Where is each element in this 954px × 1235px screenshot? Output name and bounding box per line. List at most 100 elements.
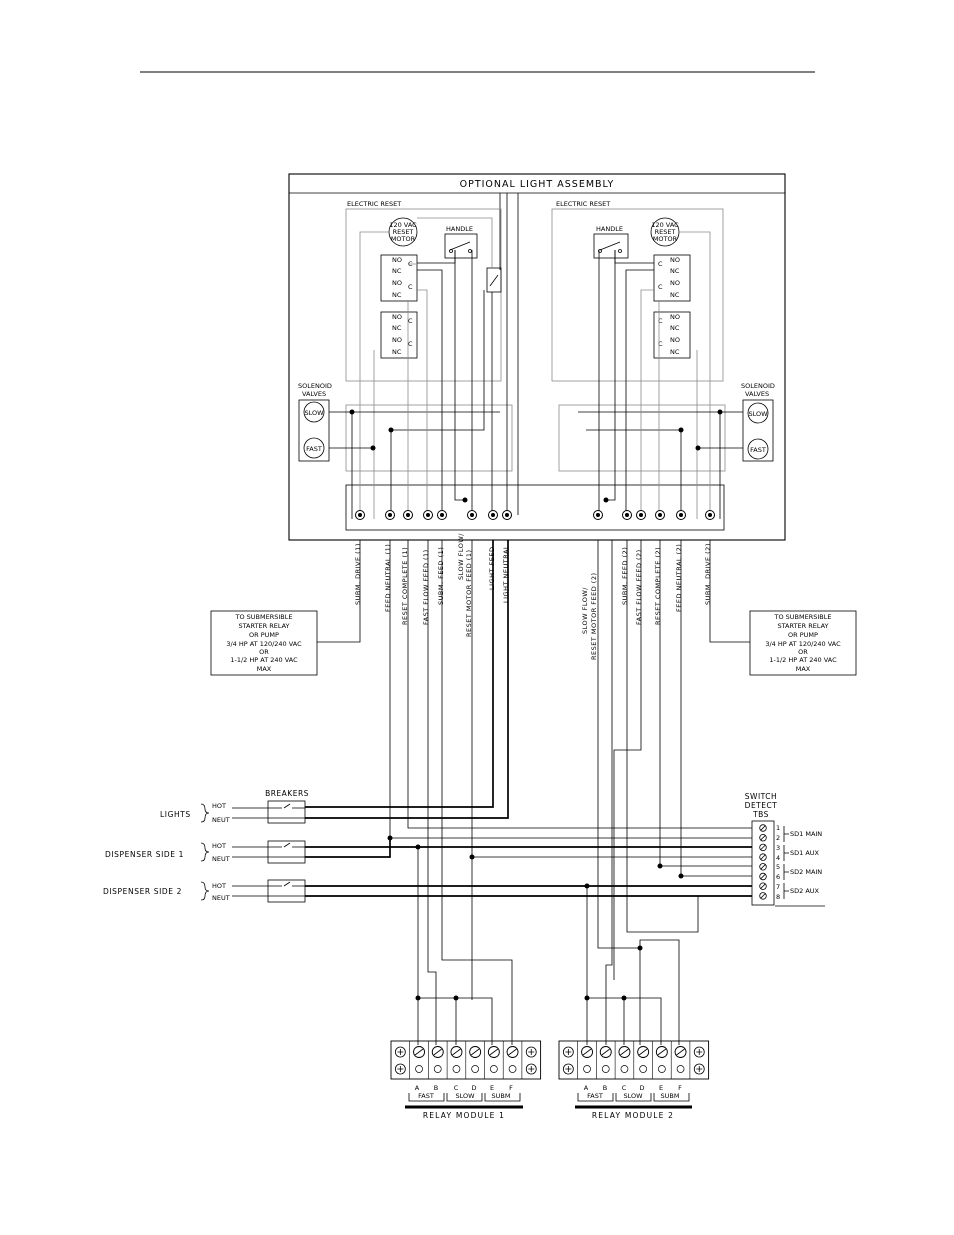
svg-text:STARTER RELAY: STARTER RELAY xyxy=(238,622,289,630)
assembly-wiring xyxy=(329,193,743,519)
relay-module-1: A B C D E F FAST SLOW SUBM RELAY MODULE … xyxy=(390,1040,542,1120)
svg-text:HOT: HOT xyxy=(212,842,226,850)
motor-line-1: 120 VAC xyxy=(389,221,417,229)
starter-note-left: TO SUBMERSIBLE STARTER RELAY OR PUMP 3/4… xyxy=(210,610,318,676)
wire-label: LIGHT NEUTRAL xyxy=(502,545,510,603)
svg-text:C: C xyxy=(622,1084,627,1092)
svg-text:C: C xyxy=(658,260,663,268)
right-reset-title: ELECTRIC RESET xyxy=(556,200,610,208)
svg-text:MAX: MAX xyxy=(796,665,811,673)
handle-label: HANDLE xyxy=(446,225,473,233)
wire-label: FAST FLOW FEED (1) xyxy=(422,549,430,625)
tbs-screw-slot xyxy=(760,834,766,841)
wire-label: RESET COMPLETE (2) xyxy=(654,547,662,625)
terminal-stud-center xyxy=(426,513,430,517)
slow-valve-icon xyxy=(747,402,769,424)
svg-text:A: A xyxy=(415,1084,420,1092)
svg-text:B: B xyxy=(603,1084,607,1092)
svg-text:NC: NC xyxy=(670,291,680,299)
relay-screw-slot xyxy=(620,1048,629,1056)
wire-label: SLOW FLOW/ xyxy=(457,533,465,580)
relay-screw-lower-icon xyxy=(471,1065,479,1073)
junction-boxes xyxy=(345,404,726,531)
svg-text:NEUT: NEUT xyxy=(212,894,230,902)
wire-label: FEED NEUTRAL (1) xyxy=(384,544,392,612)
svg-text:SOLENOID: SOLENOID xyxy=(741,382,775,390)
svg-text:MAX: MAX xyxy=(257,665,272,673)
svg-text:3: 3 xyxy=(776,844,780,852)
ground-plus xyxy=(696,1066,703,1072)
svg-text:SD2 AUX: SD2 AUX xyxy=(790,887,820,895)
svg-text:C: C xyxy=(454,1084,459,1092)
relay-screw-slot xyxy=(414,1048,424,1056)
handle-label: HANDLE xyxy=(596,225,623,233)
svg-text:NO: NO xyxy=(670,313,680,321)
assembly-dots xyxy=(349,409,723,503)
svg-text:SLOW: SLOW xyxy=(455,1092,475,1100)
svg-text:SD1 MAIN: SD1 MAIN xyxy=(790,830,822,838)
tbs-screw-slot xyxy=(760,854,766,860)
tbs-screw-slot xyxy=(760,844,766,851)
svg-text:SLOW: SLOW xyxy=(304,409,324,417)
svg-text:NO: NO xyxy=(392,256,402,264)
terminal-stud-center xyxy=(358,513,362,517)
svg-text:NO: NO xyxy=(670,256,680,264)
relay-screw-slot xyxy=(508,1048,517,1056)
relay-screw-slot xyxy=(657,1048,667,1056)
slow-valve-icon xyxy=(303,401,325,423)
svg-text:FAST: FAST xyxy=(587,1092,603,1100)
left-reset-title: ELECTRIC RESET xyxy=(347,200,401,208)
svg-text:FAST: FAST xyxy=(418,1092,434,1100)
solenoid-valves-left: SOLENOID VALVES SLOW FAST xyxy=(298,382,332,462)
svg-text:MOTOR: MOTOR xyxy=(653,235,678,243)
relay-module-2: A B C D E F FAST SLOW SUBM RELAY MODULE … xyxy=(558,1040,710,1120)
tbs-screw-slot xyxy=(760,873,766,880)
svg-text:2: 2 xyxy=(776,834,780,842)
svg-text:SLOW: SLOW xyxy=(748,410,768,418)
switch-detect-tbs: SWITCH DETECT TBS 1 2 3 4 5 6 7 8 SD1 MA… xyxy=(745,792,822,906)
wire-label: SUBM. DRIVE (2) xyxy=(704,543,712,605)
handle-switch-icon xyxy=(599,241,621,251)
svg-text:C: C xyxy=(408,340,413,348)
svg-text:C: C xyxy=(658,283,663,291)
terminal-stud-center xyxy=(470,513,474,517)
tbs-screw-slot xyxy=(760,883,766,889)
svg-text:OR: OR xyxy=(259,648,269,656)
wire-label: RESET COMPLETE (1) xyxy=(401,547,409,625)
relay-screw-slot xyxy=(470,1048,480,1056)
svg-text:OR PUMP: OR PUMP xyxy=(249,631,279,639)
relay-screw-slot xyxy=(433,1048,442,1056)
relay-screw-lower-icon xyxy=(508,1065,517,1073)
svg-text:D: D xyxy=(639,1084,644,1092)
svg-text:NC: NC xyxy=(392,291,402,299)
svg-text:4: 4 xyxy=(776,854,780,862)
fast-valve-icon xyxy=(303,437,325,459)
svg-text:SD2 MAIN: SD2 MAIN xyxy=(790,868,822,876)
ground-plus xyxy=(397,1066,404,1072)
svg-text:5: 5 xyxy=(776,863,780,871)
relay-screw-lower-icon xyxy=(452,1065,461,1073)
solenoid-valves-right: SOLENOID VALVES SLOW FAST xyxy=(741,382,775,462)
svg-text:6: 6 xyxy=(776,873,780,881)
terminal-stud-center xyxy=(708,513,712,517)
starter-note-right: TO SUBMERSIBLE STARTER RELAY OR PUMP 3/4… xyxy=(749,610,857,676)
svg-text:NO: NO xyxy=(392,313,402,321)
wire-label: SLOW FLOW/ xyxy=(581,587,589,634)
svg-text:DISPENSER SIDE 2: DISPENSER SIDE 2 xyxy=(103,887,182,896)
svg-text:120 VAC: 120 VAC xyxy=(651,221,679,229)
svg-text:E: E xyxy=(659,1084,663,1092)
terminal-row xyxy=(355,510,715,520)
svg-text:VALVES: VALVES xyxy=(302,390,326,398)
svg-text:NEUT: NEUT xyxy=(212,816,230,824)
terminal-stud-center xyxy=(406,513,410,517)
motor-line-3: MOTOR xyxy=(391,235,416,243)
svg-text:NC: NC xyxy=(392,324,402,332)
wire-label: FEED NEUTRAL (2) xyxy=(675,544,683,612)
svg-text:3/4 HP AT 120/240 VAC: 3/4 HP AT 120/240 VAC xyxy=(226,640,302,648)
relay-screw-lower-icon xyxy=(583,1065,591,1073)
terminal-stud-center xyxy=(440,513,444,517)
breakers-title: BREAKERS xyxy=(265,789,309,798)
svg-text:NC: NC xyxy=(670,267,680,275)
ground-plus xyxy=(696,1049,703,1055)
